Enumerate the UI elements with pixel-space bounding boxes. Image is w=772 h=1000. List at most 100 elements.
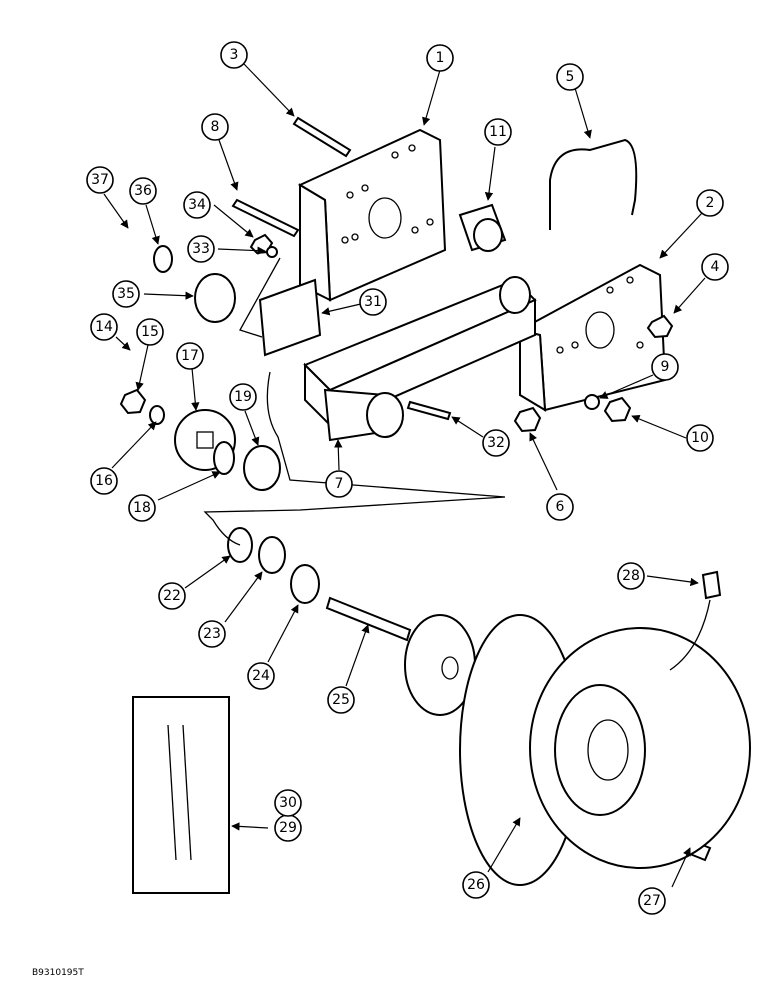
guard-plate	[258, 278, 322, 357]
callout-33: 33	[187, 235, 215, 263]
leader-9	[599, 374, 654, 399]
callout-8-label: 8	[211, 119, 220, 135]
bolt-3	[292, 116, 352, 158]
callout-33-label: 33	[192, 241, 210, 257]
grease-fitting	[701, 570, 722, 600]
callout-37: 37	[86, 166, 114, 194]
callout-17: 17	[176, 342, 204, 370]
leader-35	[143, 291, 194, 300]
callout-18-label: 18	[133, 500, 151, 516]
washer-33	[266, 246, 278, 258]
callout-22-label: 22	[163, 588, 181, 604]
callout-36: 36	[129, 177, 157, 205]
leader-23	[224, 571, 263, 623]
callout-17-label: 17	[181, 348, 199, 364]
leader-29-30	[231, 822, 269, 831]
leader-28	[646, 575, 699, 587]
callout-7: 7	[325, 470, 353, 498]
leader-34	[213, 204, 254, 238]
callout-5: 5	[556, 63, 584, 91]
nut-4	[646, 314, 674, 339]
callout-3-label: 3	[230, 47, 239, 63]
bearing-19	[243, 445, 281, 491]
washer-36	[153, 245, 173, 273]
mounting-bracket-right	[517, 263, 667, 412]
u-bolt	[549, 138, 638, 230]
figure-code: B9310195T	[32, 968, 84, 978]
nut-6	[513, 406, 542, 433]
bolt-32	[406, 400, 452, 421]
callout-11: 11	[484, 118, 512, 146]
callout-28-label: 28	[622, 568, 640, 584]
leader-11	[484, 146, 496, 201]
callout-14-label: 14	[95, 319, 113, 335]
leader-2	[659, 212, 703, 259]
callout-23-label: 23	[203, 626, 221, 642]
leader-15	[135, 344, 149, 391]
callout-16-label: 16	[95, 473, 113, 489]
callout-10-label: 10	[691, 430, 709, 446]
callout-31: 31	[359, 288, 387, 316]
callout-8: 8	[201, 113, 229, 141]
grease-line	[669, 599, 711, 671]
leader-16	[111, 421, 157, 469]
callout-27-label: 27	[643, 893, 661, 909]
callout-25: 25	[327, 686, 355, 714]
callout-4: 4	[701, 253, 729, 281]
callout-35: 35	[112, 280, 140, 308]
callout-16: 16	[90, 467, 118, 495]
leader-10	[631, 414, 687, 439]
leader-18	[157, 471, 221, 501]
callout-15-label: 15	[141, 324, 159, 340]
chain-inset-panel	[132, 696, 230, 894]
callout-2-label: 2	[706, 195, 715, 211]
mounting-bracket-left	[297, 128, 447, 302]
callout-2: 2	[696, 189, 724, 217]
callout-10: 10	[686, 424, 714, 452]
idler-roller	[194, 273, 236, 323]
leader-27	[671, 847, 691, 888]
leader-26	[487, 817, 521, 873]
leader-37	[103, 193, 129, 229]
leader-1	[422, 69, 441, 126]
leader-19	[244, 410, 260, 446]
callout-31-label: 31	[364, 294, 382, 310]
leader-3	[243, 63, 295, 117]
leader-4	[673, 277, 706, 314]
callout-4-label: 4	[711, 259, 720, 275]
callout-37-label: 37	[91, 172, 109, 188]
callout-23: 23	[198, 620, 226, 648]
callout-1: 1	[426, 44, 454, 72]
leader-5	[574, 87, 592, 139]
callout-26: 26	[462, 871, 490, 899]
leader-17	[191, 367, 200, 411]
washer-18	[213, 441, 235, 475]
leader-7	[334, 439, 343, 471]
callout-6: 6	[546, 493, 574, 521]
leader-32	[451, 416, 484, 438]
callout-27: 27	[638, 887, 666, 915]
callout-24-label: 24	[252, 668, 270, 684]
callout-19-label: 19	[234, 389, 252, 405]
callout-9-label: 9	[661, 359, 670, 375]
callout-24: 24	[247, 662, 275, 690]
leader-14	[115, 336, 131, 351]
plate-tether-line	[239, 257, 281, 338]
bolt-8	[231, 198, 300, 238]
callout-32: 32	[482, 429, 510, 457]
leader-8	[218, 139, 239, 191]
callout-9: 9	[651, 353, 679, 381]
callout-29: 29	[274, 814, 302, 842]
callout-28: 28	[617, 562, 645, 590]
callout-3: 3	[220, 41, 248, 69]
callout-30-label: 30	[279, 795, 297, 811]
callout-36-label: 36	[134, 183, 152, 199]
leader-24	[267, 604, 299, 663]
callout-7-label: 7	[335, 476, 344, 492]
nut-15	[119, 388, 147, 415]
callout-34-label: 34	[188, 197, 206, 213]
callout-26-label: 26	[467, 877, 485, 893]
callout-5-label: 5	[566, 69, 575, 85]
roller-chain	[167, 724, 192, 861]
arm-tube	[303, 276, 537, 442]
